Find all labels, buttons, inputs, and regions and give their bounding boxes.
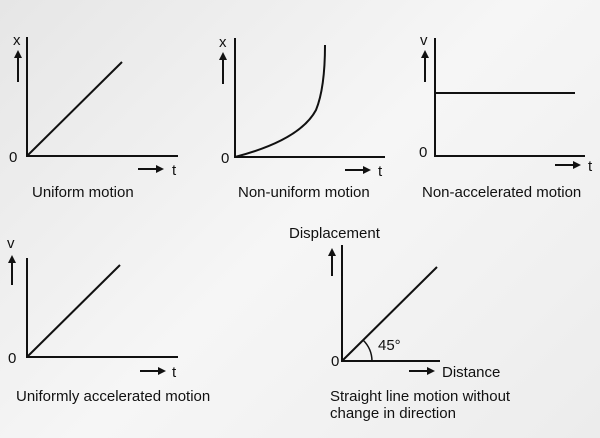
x-axis-label: Distance xyxy=(442,364,500,381)
angle-arc xyxy=(362,339,373,362)
origin-label: 0 xyxy=(221,150,229,167)
graph-non-uniform-motion: x 0 t Non-uniform motion xyxy=(219,34,385,201)
axes xyxy=(434,38,585,157)
origin-label: 0 xyxy=(9,149,17,166)
axes xyxy=(26,258,178,358)
x-axis-label: t xyxy=(588,158,593,175)
caption: Uniform motion xyxy=(32,184,134,201)
caption: Uniformly accelerated motion xyxy=(16,388,210,405)
y-axis-label: v xyxy=(7,235,15,252)
x-axis-label: t xyxy=(172,364,177,381)
caption: Non-uniform motion xyxy=(238,184,370,201)
origin-label: 0 xyxy=(419,144,427,161)
y-axis-label: x xyxy=(219,34,227,51)
caption-line-1: Straight line motion without xyxy=(330,388,511,405)
position-curve xyxy=(234,44,326,158)
velocity-line xyxy=(26,264,121,358)
axes xyxy=(234,38,385,158)
y-axis-label: v xyxy=(420,32,428,49)
origin-label: 0 xyxy=(8,350,16,367)
position-line xyxy=(26,61,123,157)
caption: Non-accelerated motion xyxy=(422,184,581,201)
origin-label: 0 xyxy=(331,353,339,370)
y-axis-label: x xyxy=(13,32,21,49)
graph-displacement-vs-distance: 45° Displacement 0 Distance Straight lin… xyxy=(289,225,511,422)
x-axis-label: t xyxy=(378,163,383,180)
graph-uniform-motion: x 0 t Uniform motion xyxy=(9,32,178,201)
angle-label: 45° xyxy=(378,337,401,354)
graph-uniformly-accelerated-motion: v 0 t Uniformly accelerated motion xyxy=(7,235,210,405)
caption-line-2: change in direction xyxy=(330,405,456,422)
axes xyxy=(26,37,178,157)
displacement-line xyxy=(341,266,438,362)
graph-non-accelerated-motion: v 0 t Non-accelerated motion xyxy=(419,32,593,201)
y-axis-label: Displacement xyxy=(289,225,381,242)
x-axis-label: t xyxy=(172,162,177,179)
